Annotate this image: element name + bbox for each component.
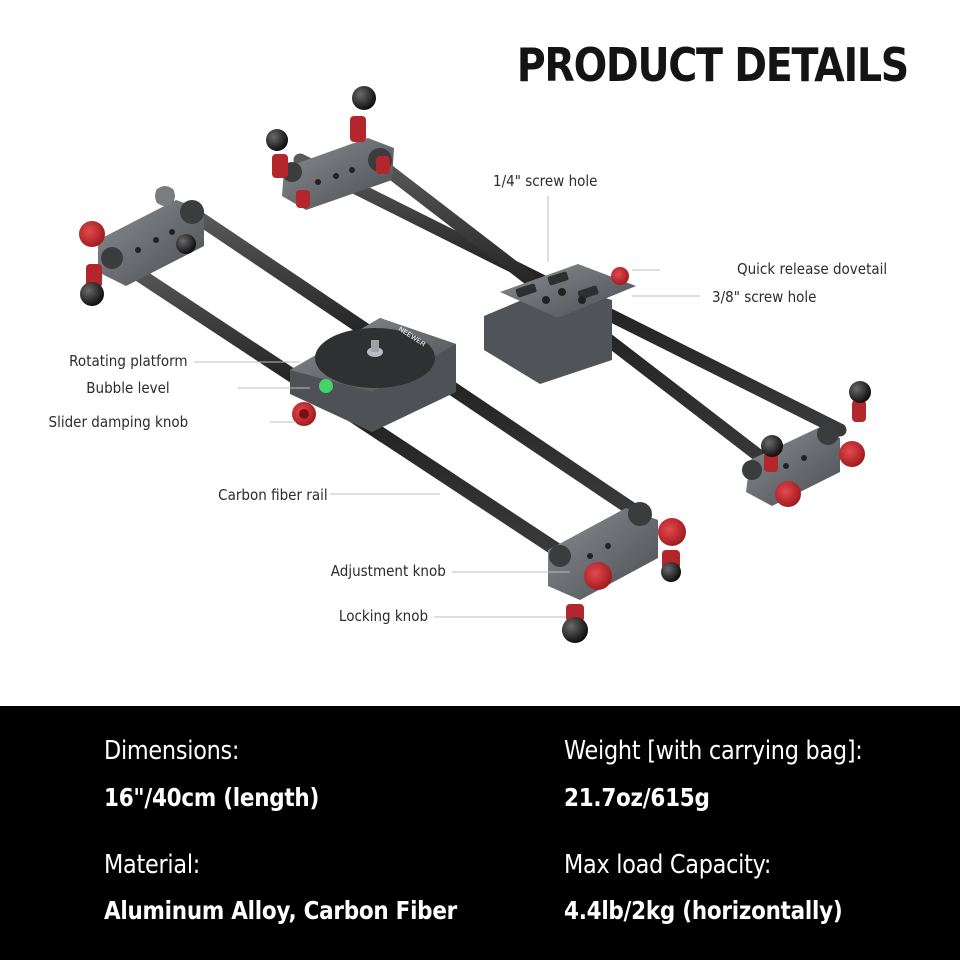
callout-rotating-platform: Rotating platform bbox=[69, 352, 188, 370]
material-value: Aluminum Alloy, Carbon Fiber bbox=[104, 896, 457, 925]
adjustment-knob bbox=[584, 562, 612, 590]
end-cap-right bbox=[548, 502, 686, 643]
weight-value: 21.7oz/615g bbox=[564, 783, 710, 812]
end-cap-left bbox=[79, 186, 204, 306]
weight-label: Weight [with carrying bag]: bbox=[564, 736, 863, 766]
back-carriage bbox=[484, 264, 636, 384]
dimensions-label: Dimensions: bbox=[104, 736, 240, 766]
max-load-value: 4.4lb/2kg (horizontally) bbox=[564, 896, 843, 925]
locking-knob bbox=[566, 604, 584, 622]
rotating-platform bbox=[315, 328, 435, 388]
callout-adjustment-knob: Adjustment knob bbox=[330, 562, 446, 580]
specifications-panel: Dimensions: 16"/40cm (length) Weight [wi… bbox=[0, 706, 960, 960]
end-cap-bottom bbox=[742, 381, 871, 507]
back-slider bbox=[266, 86, 871, 507]
callout-bubble-level: Bubble level bbox=[86, 379, 170, 397]
callout-three-eighths-screw-hole: 3/8" screw hole bbox=[712, 288, 817, 306]
bubble-level bbox=[319, 379, 333, 393]
front-slider: NEEWER bbox=[79, 186, 686, 643]
callout-locking-knob: Locking knob bbox=[338, 607, 428, 625]
callout-carbon-fiber-rail: Carbon fiber rail bbox=[218, 486, 328, 504]
callout-quick-release-dovetail: Quick release dovetail bbox=[737, 260, 888, 278]
material-label: Material: bbox=[104, 850, 201, 880]
page-title: PRODUCT DETAILS bbox=[516, 38, 910, 92]
end-cap-top bbox=[266, 86, 394, 210]
max-load-label: Max load Capacity: bbox=[564, 850, 772, 880]
callout-quarter-screw-hole: 1/4" screw hole bbox=[493, 172, 598, 190]
front-carriage: NEEWER bbox=[290, 318, 456, 432]
callout-slider-damping-knob: Slider damping knob bbox=[48, 413, 188, 431]
leader-lines bbox=[194, 196, 700, 618]
product-illustration: NEEWER bbox=[48, 86, 888, 643]
camera-slider-image: NEEWER bbox=[79, 86, 871, 643]
dimensions-value: 16"/40cm (length) bbox=[104, 783, 320, 812]
